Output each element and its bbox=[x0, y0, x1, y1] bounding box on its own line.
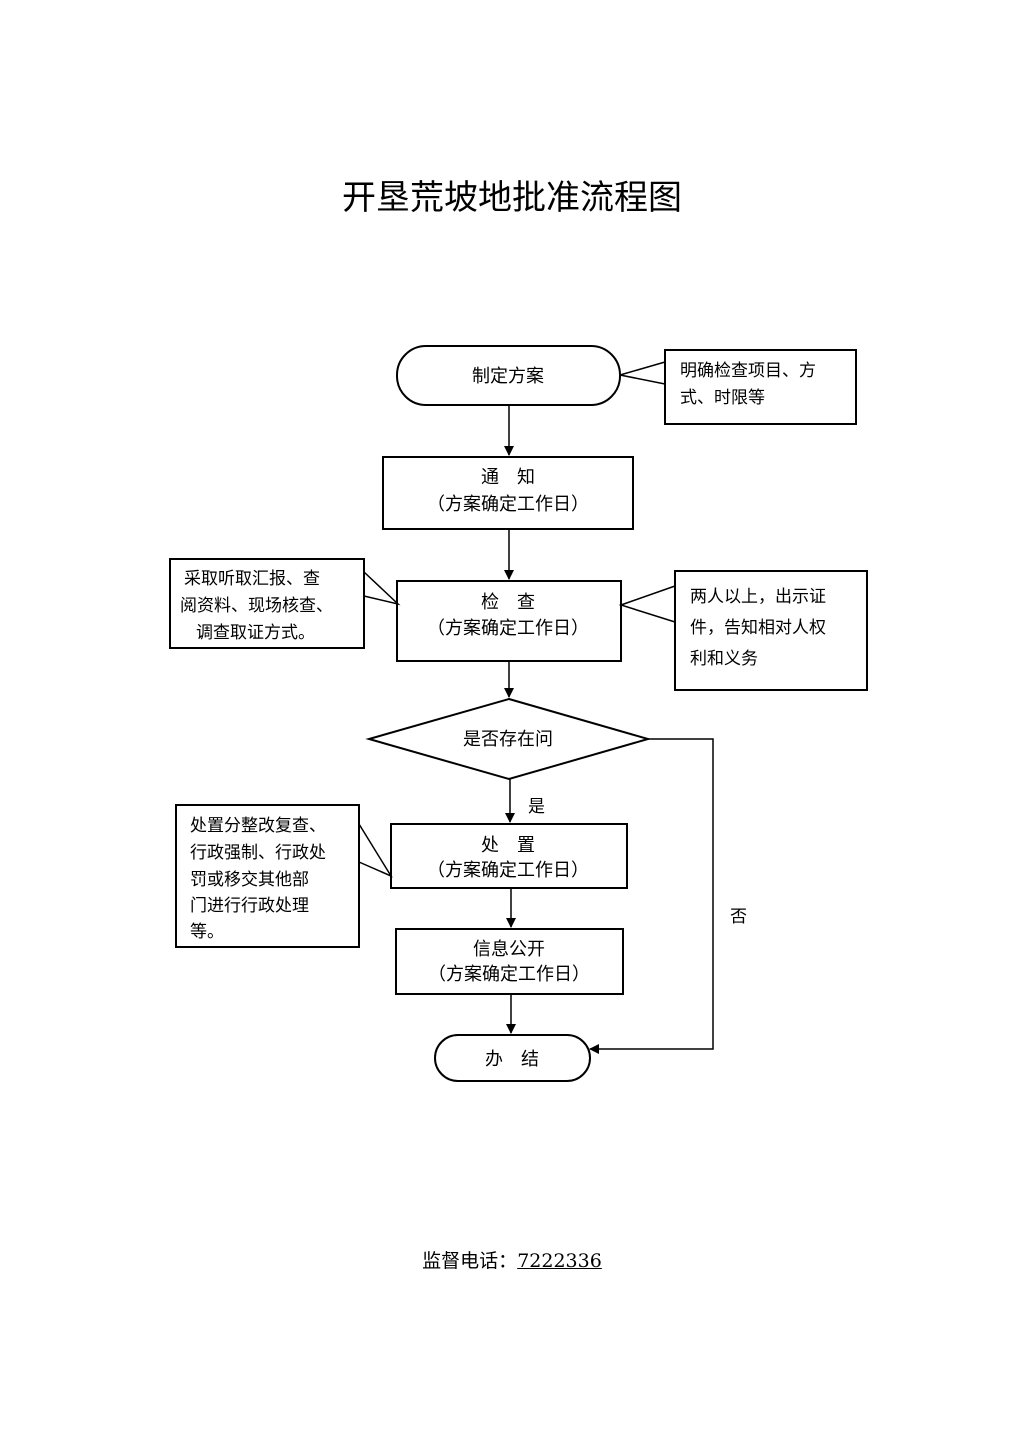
inspect-right-note: 两人以上，出示证 件，告知相对人权 利和义务 bbox=[618, 570, 868, 691]
start-note-line-2: 式、时限等 bbox=[680, 388, 765, 408]
decision-node: 是否存在问 bbox=[365, 697, 652, 781]
handle-note-line-2: 行政强制、行政处 bbox=[190, 843, 326, 863]
handle-note-line-3: 罚或移交其他部 bbox=[190, 870, 309, 890]
inspect-left-note: 采取听取汇报、查 阅资料、现场核查、 调查取证方式。 bbox=[169, 558, 401, 649]
inspect-right-note-line-1: 两人以上，出示证 bbox=[690, 587, 826, 607]
start-node-label: 制定方案 bbox=[472, 366, 544, 387]
edge-label-yes: 是 bbox=[528, 797, 545, 817]
inspect-right-note-line-3: 利和义务 bbox=[690, 649, 758, 669]
start-node: 制定方案 bbox=[396, 345, 621, 406]
handle-note-line-5: 等。 bbox=[190, 922, 224, 942]
handle-node-title: 处 置 bbox=[481, 835, 535, 856]
supervision-label: 监督电话： bbox=[422, 1250, 518, 1272]
inspect-node-subtitle: （方案确定工作日） bbox=[427, 618, 589, 639]
supervision-footer: 监督电话：7222336 bbox=[0, 1246, 1024, 1273]
inspect-node: 检 查 （方案确定工作日） bbox=[396, 580, 622, 662]
publish-node-subtitle: （方案确定工作日） bbox=[428, 964, 590, 985]
end-node: 办 结 bbox=[434, 1034, 591, 1082]
supervision-phone: 7222336 bbox=[517, 1250, 602, 1272]
edge-decision-end bbox=[589, 738, 714, 1054]
end-node-label: 办 结 bbox=[485, 1049, 539, 1070]
page-title: 开垦荒坡地批准流程图 bbox=[342, 178, 682, 218]
inspect-left-note-line-1: 采取听取汇报、查 bbox=[184, 569, 320, 589]
inspect-left-note-line-2: 阅资料、现场核查、 bbox=[180, 596, 333, 616]
publish-node: 信息公开 （方案确定工作日） bbox=[395, 928, 624, 995]
inspect-left-note-line-3: 调查取证方式。 bbox=[196, 623, 315, 643]
notify-node-subtitle: （方案确定工作日） bbox=[427, 494, 589, 515]
start-note: 明确检查项目、方 式、时限等 bbox=[619, 349, 857, 425]
handle-note-line-1: 处置分整改复查、 bbox=[190, 816, 326, 836]
inspect-right-note-line-2: 件，告知相对人权 bbox=[690, 618, 826, 638]
decision-node-label: 是否存在问 bbox=[463, 729, 553, 750]
handle-note: 处置分整改复查、 行政强制、行政处 罚或移交其他部 门进行行政处理 等。 bbox=[175, 804, 393, 948]
inspect-node-title: 检 查 bbox=[481, 592, 535, 613]
start-note-line-1: 明确检查项目、方 bbox=[680, 361, 816, 381]
notify-node-title: 通 知 bbox=[481, 467, 535, 488]
notify-node: 通 知 （方案确定工作日） bbox=[382, 456, 634, 530]
publish-node-title: 信息公开 bbox=[473, 939, 545, 960]
edge-label-no: 否 bbox=[730, 907, 747, 927]
handle-note-line-4: 门进行行政处理 bbox=[190, 896, 309, 916]
handle-node-subtitle: （方案确定工作日） bbox=[427, 860, 589, 881]
handle-node: 处 置 （方案确定工作日） bbox=[390, 823, 628, 889]
